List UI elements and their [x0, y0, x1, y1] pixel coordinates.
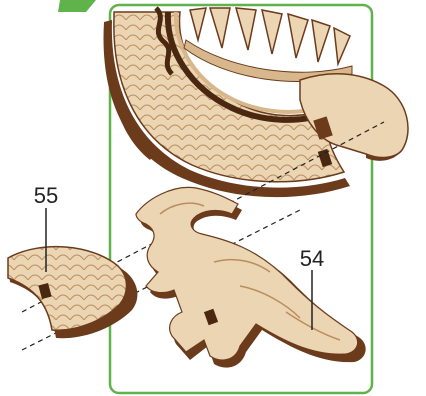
part-number-54: 54 — [300, 246, 324, 271]
assembled-body — [104, 8, 408, 197]
part-55-piece — [8, 247, 137, 339]
part-number-55: 55 — [34, 183, 58, 208]
corner-tab — [58, 0, 96, 12]
part-54-piece — [136, 187, 366, 367]
